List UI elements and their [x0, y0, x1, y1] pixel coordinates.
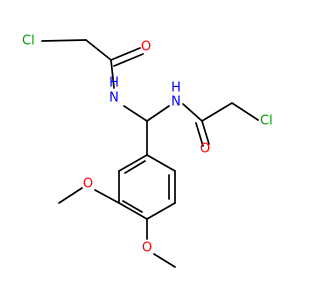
bond-carbonyl-o-right-a [201, 120, 210, 145]
bond-carbonyl-n-left [110, 59, 115, 89]
ring-bond-1 [146, 154, 176, 172]
ring-double-2 [122, 200, 143, 213]
bond-o-methyl-bottom [153, 253, 176, 268]
bond-ch2-carbonyl-top [85, 39, 112, 61]
oxygen-label-right: O [200, 142, 210, 157]
oxygen-label-methoxy-bottom: O [142, 241, 152, 256]
molecule-structure: Cl O H N H N O Cl O O [22, 34, 273, 268]
nitrogen-label-right: N [171, 95, 181, 110]
ring-double-3 [124, 160, 146, 174]
oxygen-label-methoxy-left: O [83, 177, 93, 192]
bond-n-right-carbonyl [182, 103, 203, 122]
bond-carbonyl-o-right-b [195, 122, 204, 147]
bond-central-n-right [146, 105, 170, 122]
bond-n-left-central [123, 105, 148, 122]
nitrogen-label-left: N [109, 91, 119, 106]
bond-o-methyl-left [58, 187, 83, 204]
ring-bond-4 [118, 202, 148, 220]
hydrogen-label-n-left: H [109, 76, 119, 91]
chlorine-label-right: Cl [260, 114, 273, 129]
bond-carbonyl-o-top-b [113, 53, 144, 67]
ring-bond-3 [146, 202, 176, 220]
bond-cl-ch2-top [41, 39, 87, 42]
hydrogen-label-n-right: H [171, 81, 181, 96]
atom-labels: Cl O H N H N O Cl O O [22, 34, 273, 256]
bond-ch2-cl-right [231, 102, 259, 121]
oxygen-label-top: O [141, 40, 151, 55]
ring-bond-6 [118, 154, 148, 172]
bond-carbonyl-ch2-right [201, 102, 233, 122]
bond-carbonyl-o-top-a [110, 47, 141, 61]
bonds [41, 39, 259, 268]
chlorine-label-top: Cl [22, 34, 35, 49]
bond-ring-o-methoxy-left [94, 189, 120, 204]
